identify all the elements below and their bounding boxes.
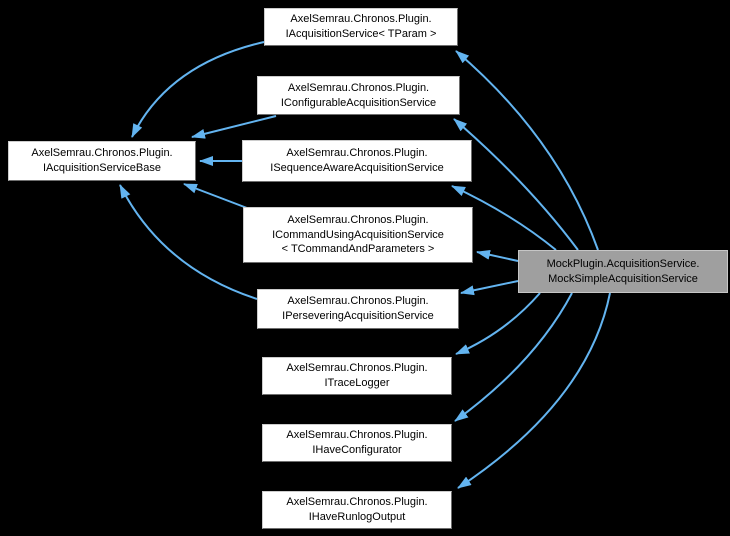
inheritance-arrow-mock-simple-acquisition-service-to-command-using-acquisition-service [476,249,519,262]
node-label-line: ICommandUsingAcquisitionService [272,228,444,241]
node-acquisition-service-tparam[interactable]: AxelSemrau.Chronos.Plugin. IAcquisitionSe… [264,8,458,46]
node-label-line: IAcquisitionServiceBase [42,162,161,174]
node-label-line: IAcquisitionService< TParam > [285,28,437,40]
inheritance-arrow-persevering-acquisition-service-to-acquisition-service-base [119,184,258,300]
inheritance-arrow-mock-simple-acquisition-service-to-acquisition-service-tparam [455,50,599,251]
node-label-line: AxelSemrau.Chronos.Plugin. [286,362,428,375]
node-label-line: IConfigurableAcquisitionService [280,96,437,109]
node-label-line: MockPlugin.AcquisitionService. [546,257,700,270]
node-label-line: MockSimpleAcquisitionService [548,272,698,285]
inheritance-arrow-mock-simple-acquisition-service-to-persevering-acquisition-service [460,280,519,296]
inheritance-arrow-mock-simple-acquisition-service-to-have-configurator [454,292,573,422]
node-label-line: AxelSemrau.Chronos.Plugin. [287,214,429,227]
node-label-line: ITraceLogger [324,377,390,389]
node-have-configurator[interactable]: AxelSemrau.Chronos.Plugin. IHaveConfigura… [262,424,452,462]
node-mock-simple-acquisition-service: MockPlugin.AcquisitionService. MockSimple… [518,250,728,293]
node-label-line: AxelSemrau.Chronos.Plugin. [287,295,429,308]
node-label-line: IHaveConfigurator [312,444,402,456]
inheritance-arrow-mock-simple-acquisition-service-to-sequence-aware-acquisition-service [451,185,557,251]
node-label-line: AxelSemrau.Chronos.Plugin. [290,13,432,26]
inheritance-arrow-mock-simple-acquisition-service-to-have-runlog-output [457,292,611,489]
edges-group [119,41,611,489]
node-have-runlog-output[interactable]: AxelSemrau.Chronos.Plugin. IHaveRunlogOut… [262,491,452,529]
inheritance-arrow-mock-simple-acquisition-service-to-configurable-acquisition-service [453,118,579,251]
node-command-using-acquisition-service[interactable]: AxelSemrau.Chronos.Plugin.ICommandUsingA… [243,207,473,263]
node-label-line: IPerseveringAcquisitionService [282,310,434,322]
node-trace-logger[interactable]: AxelSemrau.Chronos.Plugin. ITraceLogger [262,357,452,395]
node-label-line: IHaveRunlogOutput [308,511,406,523]
node-label-line: AxelSemrau.Chronos.Plugin. [287,81,430,94]
node-acquisition-service-base[interactable]: AxelSemrau.Chronos.Plugin. IAcquisitionSe… [8,141,196,181]
inheritance-arrow-configurable-acquisition-service-to-acquisition-service-base [191,115,277,139]
node-persevering-acquisition-service[interactable]: AxelSemrau.Chronos.Plugin. IPerseveringAc… [257,289,459,329]
inheritance-arrow-mock-simple-acquisition-service-to-trace-logger [455,292,541,355]
node-sequence-aware-acquisition-service[interactable]: AxelSemrau.Chronos.Plugin. ISequenceAware… [242,140,472,182]
inheritance-arrow-command-using-acquisition-service-to-acquisition-service-base [183,183,248,209]
node-label-line: < TCommandAndParameters > [281,243,435,256]
node-label-line: AxelSemrau.Chronos.Plugin. [286,429,428,442]
node-label-line: AxelSemrau.Chronos.Plugin. [286,147,428,160]
node-label-line: AxelSemrau.Chronos.Plugin. [31,147,173,160]
node-label-line: ISequenceAwareAcquisitionService [270,162,444,174]
inheritance-arrow-acquisition-service-tparam-to-acquisition-service-base [131,41,265,138]
node-configurable-acquisition-service[interactable]: AxelSemrau.Chronos.Plugin. IConfigurableA… [257,76,460,115]
node-label-line: AxelSemrau.Chronos.Plugin. [286,496,428,509]
